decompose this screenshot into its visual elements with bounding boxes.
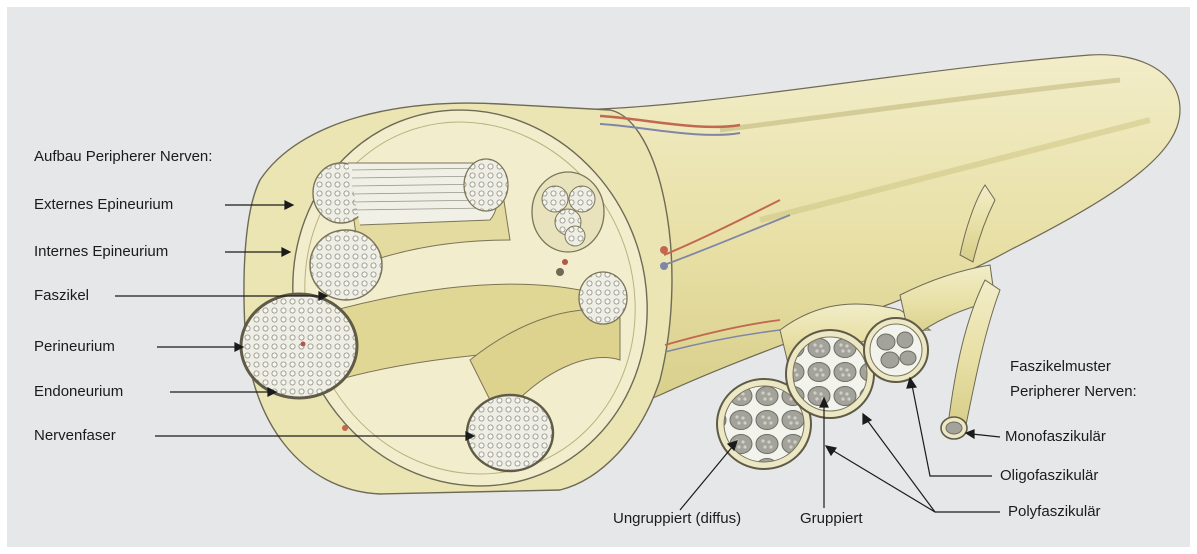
pattern-heading-line1: Faszikelmuster — [1010, 358, 1111, 375]
label-monofaszikulaer: Monofaszikulär — [1005, 428, 1106, 445]
label-internes-epineurium: Internes Epineurium — [34, 243, 168, 260]
label-endoneurium: Endoneurium — [34, 383, 123, 400]
leader-line-monofaszikulaer — [972, 434, 1000, 437]
label-polyfaszikulaer: Polyfaszikulär — [1008, 503, 1101, 520]
leader-line-polyfaszikulaer-2 — [832, 450, 935, 512]
label-oligofaszikulaer: Oligofaszikulär — [1000, 467, 1098, 484]
label-ungruppiert: Ungruppiert (diffus) — [613, 510, 741, 527]
label-externes-epineurium: Externes Epineurium — [34, 196, 173, 213]
structure-heading: Aufbau Peripherer Nerven: — [34, 148, 212, 165]
label-perineurium: Perineurium — [34, 338, 115, 355]
label-faszikel: Faszikel — [34, 287, 89, 304]
label-nervenfaser: Nervenfaser — [34, 427, 116, 444]
pattern-heading-line2: Peripherer Nerven: — [1010, 383, 1137, 400]
leader-line-ungruppiert — [680, 446, 733, 510]
leader-line-polyfaszikulaer — [867, 420, 1000, 512]
label-gruppiert: Gruppiert — [800, 510, 863, 527]
